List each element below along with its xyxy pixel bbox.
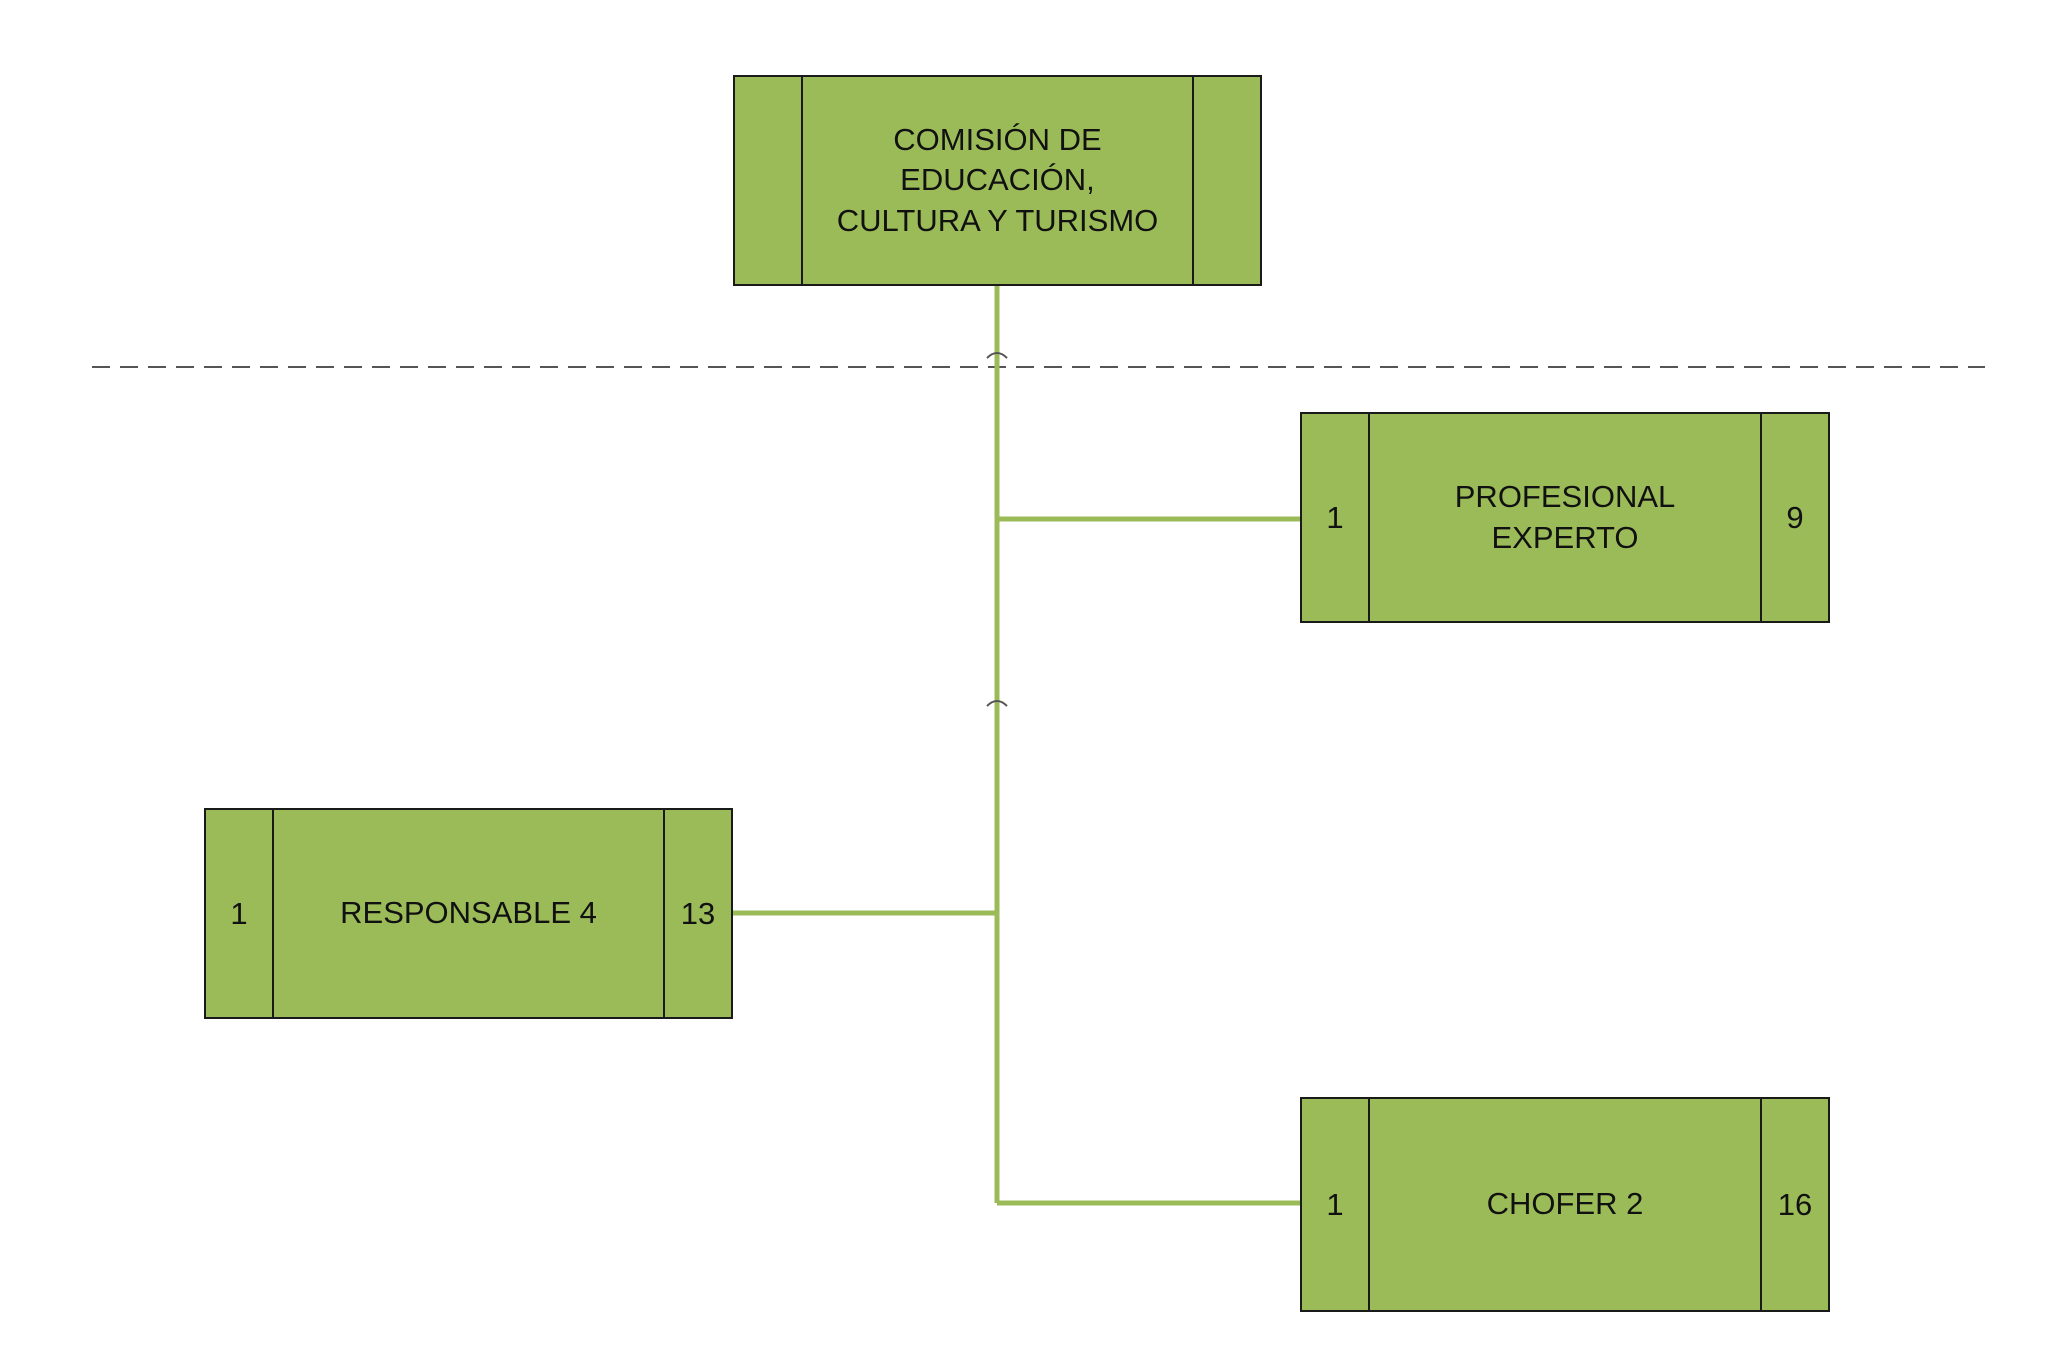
node-title: PROFESIONAL EXPERTO — [1454, 479, 1676, 555]
node-left-count: 1 — [206, 810, 274, 1017]
line-hop-mark — [986, 352, 1008, 359]
node-profesional-experto[interactable]: 1 PROFESIONAL EXPERTO 9 — [1300, 412, 1830, 623]
node-right-cell — [1192, 77, 1260, 284]
node-title: CHOFER 2 — [1486, 1186, 1644, 1222]
node-comision[interactable]: COMISIÓN DE EDUCACIÓN, CULTURA Y TURISMO — [733, 75, 1262, 286]
node-title: RESPONSABLE 4 — [340, 895, 597, 931]
node-right-number: 13 — [663, 810, 731, 1017]
node-right-number: 16 — [1760, 1099, 1828, 1310]
line-hop-mark — [986, 700, 1008, 707]
node-chofer[interactable]: 1 CHOFER 2 16 — [1300, 1097, 1830, 1312]
node-title: COMISIÓN DE EDUCACIÓN, CULTURA Y TURISMO — [836, 122, 1159, 238]
node-left-count: 1 — [1302, 1099, 1370, 1310]
node-right-number: 9 — [1760, 414, 1828, 621]
node-left-count: 1 — [1302, 414, 1370, 621]
node-responsable[interactable]: 1 RESPONSABLE 4 13 — [204, 808, 733, 1019]
node-left-cell — [735, 77, 803, 284]
